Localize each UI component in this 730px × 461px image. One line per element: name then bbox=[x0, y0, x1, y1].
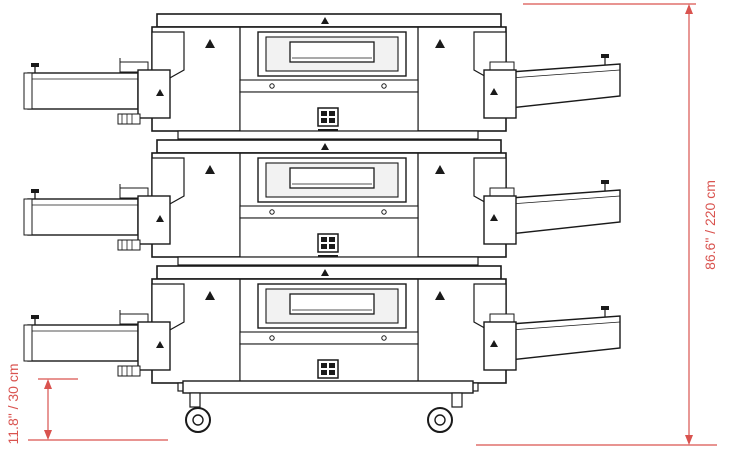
oven-deck-top bbox=[23, 13, 621, 140]
dimension-base-label: 11.8" / 30 cm bbox=[5, 364, 21, 445]
dimension-total-height: 86.6" / 220 cm bbox=[476, 3, 718, 446]
oven-deck-middle bbox=[23, 139, 621, 266]
dimension-total-label: 86.6" / 220 cm bbox=[702, 180, 718, 270]
caster-wheel-icon bbox=[185, 407, 453, 433]
dimension-base-height: 11.8" / 30 cm bbox=[5, 364, 168, 445]
oven-deck-bottom bbox=[23, 265, 621, 392]
oven-stand bbox=[182, 380, 474, 408]
